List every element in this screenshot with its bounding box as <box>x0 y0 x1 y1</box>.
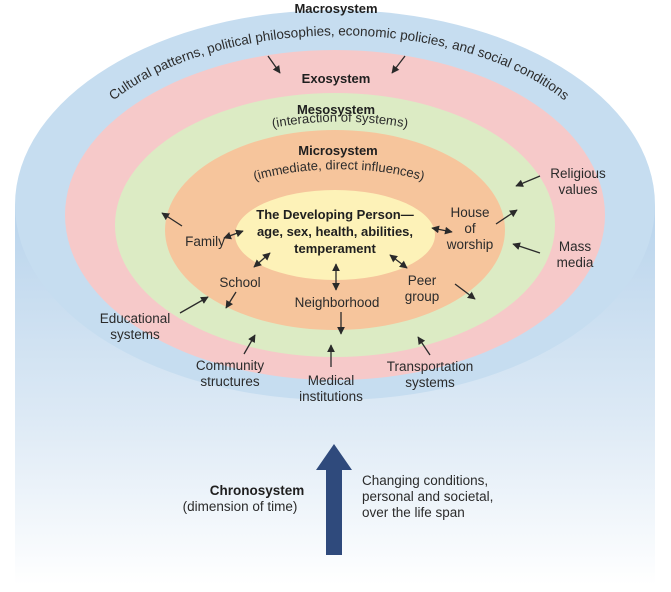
medical-institutions-label-2: institutions <box>299 389 363 404</box>
religious-values-label-1: Religious <box>550 166 606 181</box>
transportation-systems-label-1: Transportation <box>387 359 474 374</box>
macrosystem-title: Macrosystem <box>294 1 377 16</box>
chronosystem-desc-1: Changing conditions, <box>362 473 488 488</box>
developing-person-line1: The Developing Person— <box>256 207 413 222</box>
arrow-mass-media <box>512 242 541 254</box>
arrow-exo-left <box>267 55 281 74</box>
worship-label-2: of <box>464 221 476 236</box>
arrow-worship-core <box>431 225 453 235</box>
educational-systems-label-2: systems <box>110 327 160 342</box>
chronosystem-desc-2: personal and societal, <box>362 489 493 504</box>
chronosystem-title: Chronosystem <box>210 483 305 498</box>
arrow-school-down <box>225 291 237 309</box>
arrow-worship-out <box>495 209 518 225</box>
chronosystem-desc-3: over the life span <box>362 505 465 520</box>
developing-person-line2: age, sex, health, abilities, <box>257 224 413 239</box>
neighborhood-label: Neighborhood <box>295 295 380 310</box>
arrow-peer-core <box>389 254 408 269</box>
mesosystem-description: (interaction of systems) <box>271 110 410 131</box>
religious-values-label-2: values <box>558 182 597 197</box>
arrow-school-core <box>253 252 271 268</box>
peer-group-label-1: Peer <box>408 273 437 288</box>
core-layer <box>235 190 435 280</box>
arrow-peer-out <box>454 283 476 300</box>
peer-group-label-2: group <box>405 289 440 304</box>
family-label: Family <box>185 234 225 249</box>
arrow-religious <box>515 175 541 187</box>
arrow-transportation <box>417 336 431 356</box>
medical-institutions-label-1: Medical <box>308 373 355 388</box>
arrow-educational <box>179 296 209 314</box>
arrow-family-core <box>223 229 244 240</box>
educational-systems-label-1: Educational <box>100 311 171 326</box>
arrow-exo-right <box>391 55 406 74</box>
mass-media-label-1: Mass <box>559 239 592 254</box>
developing-person-line3: temperament <box>294 241 376 256</box>
microsystem-title: Microsystem <box>298 143 377 158</box>
worship-label-1: House <box>450 205 489 220</box>
chronosystem-subtitle: (dimension of time) <box>183 499 298 514</box>
arrow-community <box>243 334 256 355</box>
exosystem-title: Exosystem <box>302 71 371 86</box>
chronosystem-arrow <box>316 444 352 555</box>
arrow-family <box>161 212 183 227</box>
community-structures-label-2: structures <box>200 374 260 389</box>
community-structures-label-1: Community <box>196 358 265 373</box>
school-label: School <box>219 275 260 290</box>
mass-media-label-2: media <box>557 255 594 270</box>
mesosystem-title: Mesosystem <box>297 102 375 117</box>
influence-arrows <box>161 55 541 367</box>
worship-label-3: worship <box>446 237 494 252</box>
transportation-systems-label-2: systems <box>405 375 455 390</box>
